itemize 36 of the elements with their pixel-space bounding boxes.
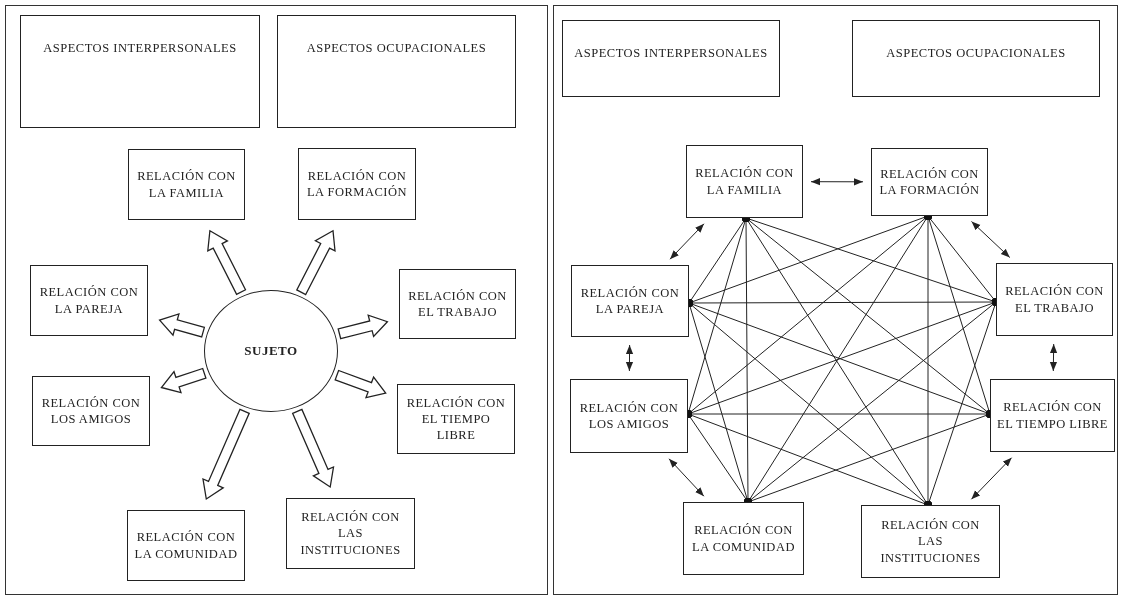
hollow-arrow — [295, 229, 336, 296]
relation-box: RELACIÓN CON LOS AMIGOS — [32, 376, 150, 446]
hollow-arrow — [202, 408, 251, 501]
double-arrow — [970, 457, 1013, 500]
relation-box: RELACIÓN CON LOS AMIGOS — [570, 379, 688, 453]
heading-box: ASPECTOS INTERPERSONALES — [20, 15, 260, 128]
heading-box: ASPECTOS OCUPACIONALES — [852, 20, 1100, 97]
relation-box: RELACIÓN CON LAS INSTITUCIONES — [861, 505, 1000, 578]
relation-box: RELACIÓN CON EL TIEMPO LIBRE — [990, 379, 1115, 452]
relation-box: RELACIÓN CON EL TIEMPO LIBRE — [397, 384, 515, 454]
hollow-arrow — [158, 313, 206, 338]
heading-box: ASPECTOS INTERPERSONALES — [562, 20, 780, 97]
relation-box: RELACIÓN CON LA FORMACIÓN — [298, 148, 416, 220]
relation-box: RELACIÓN CON LA COMUNIDAD — [683, 502, 804, 575]
hollow-arrow — [160, 367, 207, 394]
double-arrow — [1049, 343, 1058, 372]
double-arrow — [625, 344, 634, 372]
double-arrow — [971, 221, 1011, 258]
relation-box: RELACIÓN CON LA PAREJA — [571, 265, 689, 337]
relation-box: RELACIÓN CON LA COMUNIDAD — [127, 510, 245, 581]
relation-box: RELACIÓN CON LA FORMACIÓN — [871, 148, 988, 216]
relation-box: RELACIÓN CON LAS INSTITUCIONES — [286, 498, 415, 569]
hollow-arrow — [207, 229, 247, 296]
relation-box: RELACIÓN CON LA FAMILIA — [128, 149, 245, 220]
relation-box: RELACIÓN CON EL TRABAJO — [996, 263, 1113, 336]
double-arrow — [810, 178, 864, 186]
heading-box: ASPECTOS OCUPACIONALES — [277, 15, 516, 128]
hollow-arrow — [334, 369, 387, 399]
relation-box: RELACIÓN CON EL TRABAJO — [399, 269, 516, 339]
hollow-arrow — [337, 314, 389, 340]
double-arrow — [669, 223, 705, 260]
subject-circle: SUJETO — [204, 290, 338, 412]
relation-box: RELACIÓN CON LA FAMILIA — [686, 145, 803, 218]
double-arrow — [668, 458, 705, 497]
relation-box: RELACIÓN CON LA PAREJA — [30, 265, 148, 336]
hollow-arrow — [291, 408, 335, 489]
